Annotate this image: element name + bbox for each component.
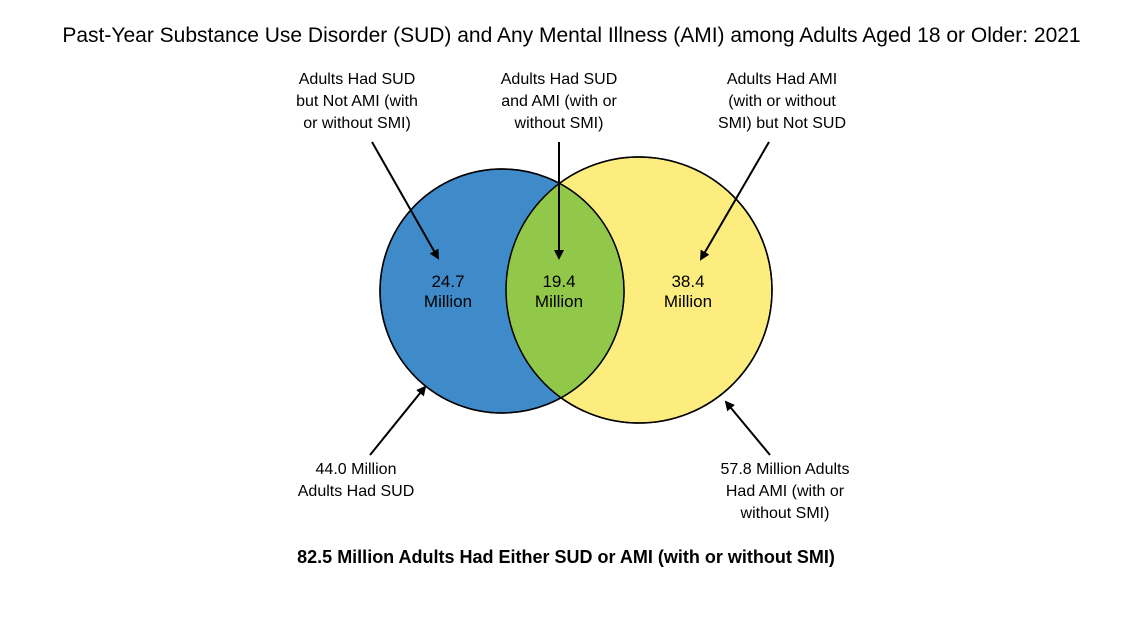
ami-only-callout-line-3: SMI) but Not SUD bbox=[718, 115, 846, 132]
overlap-callout-line-1: Adults Had SUD bbox=[501, 71, 618, 88]
sud-only-callout-line-3: or without SMI) bbox=[303, 115, 411, 132]
page-title: Past-Year Substance Use Disorder (SUD) a… bbox=[62, 24, 1081, 47]
sud-only-unit: Million bbox=[424, 292, 472, 311]
ami-only-value: 38.4 bbox=[671, 272, 704, 291]
sud-total-arrow bbox=[369, 385, 427, 456]
sud-total-line-2: Adults Had SUD bbox=[298, 483, 415, 500]
ami-only-callout-line-2: (with or without bbox=[728, 93, 836, 110]
summary-footer: 82.5 Million Adults Had Either SUD or AM… bbox=[297, 547, 835, 567]
sud-only-callout-line-1: Adults Had SUD bbox=[299, 71, 416, 88]
ami-only-callout-line-1: Adults Had AMI bbox=[727, 71, 837, 88]
ami-only-arrow bbox=[699, 141, 770, 261]
overlap-region bbox=[506, 169, 624, 413]
overlap-unit: Million bbox=[535, 292, 583, 311]
ami-only-unit: Million bbox=[664, 292, 712, 311]
ami-circle-outline bbox=[505, 156, 773, 424]
ami-total-line-1: 57.8 Million Adults bbox=[721, 461, 850, 478]
sud-only-value: 24.7 bbox=[431, 272, 464, 291]
ami-total-line-3: without SMI) bbox=[740, 505, 830, 522]
sud-only-arrow bbox=[371, 141, 439, 260]
sud-only-callout-line-2: but Not AMI (with bbox=[296, 93, 418, 110]
overlap-callout-line-2: and AMI (with or bbox=[501, 93, 617, 110]
ami-total-arrow bbox=[724, 400, 771, 456]
overlap-callout-line-3: without SMI) bbox=[514, 115, 604, 132]
sud-total-line-1: 44.0 Million bbox=[316, 461, 397, 478]
sud-circle-outline bbox=[379, 168, 625, 414]
ami-total-line-2: Had AMI (with or bbox=[726, 483, 845, 500]
overlap-value: 19.4 bbox=[542, 272, 575, 291]
